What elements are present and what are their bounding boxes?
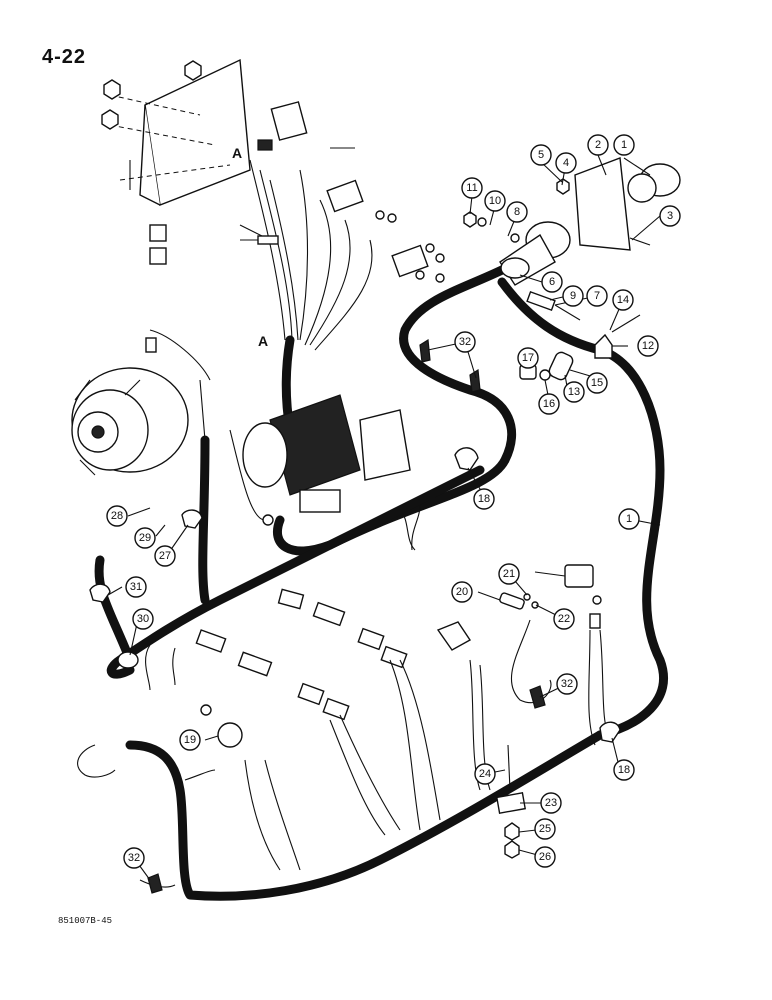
relay-mounting-plate — [101, 58, 355, 265]
alternator — [71, 329, 211, 476]
callout-15: 15 — [586, 372, 608, 394]
svg-text:26: 26 — [539, 851, 551, 863]
svg-text:16: 16 — [543, 398, 555, 410]
callout-13: 13 — [563, 381, 585, 403]
callout-23: 23 — [540, 792, 562, 814]
callout-18-lower: 18 — [613, 759, 635, 781]
svg-text:19: 19 — [184, 734, 196, 746]
lower-wires — [77, 504, 611, 888]
callout-24: 24 — [474, 763, 496, 785]
svg-text:32: 32 — [459, 336, 471, 348]
callouts: 1 2 3 4 5 6 7 8 9 10 11 12 13 14 15 16 1… — [106, 134, 681, 869]
section-markers: A A — [232, 145, 268, 349]
callout-25: 25 — [534, 818, 556, 840]
callout-19: 19 — [179, 729, 201, 751]
harness-trunk-right — [497, 277, 669, 740]
callout-3: 3 — [659, 205, 681, 227]
figure-code: 851007B-45 — [58, 916, 113, 926]
callout-7: 7 — [586, 285, 608, 307]
callout-17: 17 — [517, 347, 539, 369]
callout-32-lower: 32 — [123, 847, 145, 869]
svg-text:9: 9 — [570, 290, 576, 302]
svg-text:21: 21 — [503, 568, 515, 580]
svg-text:18: 18 — [478, 493, 490, 505]
svg-text:23: 23 — [545, 797, 557, 809]
callout-27: 27 — [154, 545, 176, 567]
callout-20: 20 — [451, 581, 473, 603]
callout-32-middle: 32 — [556, 673, 578, 695]
callout-22: 22 — [553, 608, 575, 630]
section-marker-a-top: A — [232, 145, 242, 161]
svg-text:22: 22 — [558, 613, 570, 625]
svg-text:6: 6 — [549, 276, 555, 288]
sensors-and-switches — [195, 351, 602, 748]
harness-clamps — [89, 257, 621, 894]
callout-9: 9 — [562, 285, 584, 307]
svg-text:31: 31 — [130, 581, 142, 593]
callout-1-harness: 1 — [618, 508, 640, 530]
callout-21: 21 — [498, 563, 520, 585]
svg-text:2: 2 — [595, 139, 601, 151]
svg-text:4: 4 — [563, 157, 569, 169]
callout-28: 28 — [106, 505, 128, 527]
callout-1-top: 1 — [613, 134, 635, 156]
callout-29: 29 — [134, 527, 156, 549]
svg-text:25: 25 — [539, 823, 551, 835]
svg-text:3: 3 — [667, 210, 673, 222]
callout-16: 16 — [538, 393, 560, 415]
plate-wires — [239, 159, 445, 351]
callout-32-upper: 32 — [454, 331, 476, 353]
svg-text:18: 18 — [618, 764, 630, 776]
harness-bottom — [125, 730, 605, 901]
callout-26: 26 — [534, 846, 556, 868]
callout-10: 10 — [484, 190, 506, 212]
svg-text:5: 5 — [538, 149, 544, 161]
page-number: 4-22 — [42, 46, 87, 68]
svg-text:13: 13 — [568, 386, 580, 398]
harness-battery-lead — [94, 555, 135, 665]
harness-diagonal — [106, 465, 485, 679]
svg-text:30: 30 — [137, 613, 149, 625]
callout-4: 4 — [555, 152, 577, 174]
svg-text:1: 1 — [621, 139, 627, 151]
svg-text:10: 10 — [489, 195, 501, 207]
svg-text:11: 11 — [466, 182, 477, 194]
svg-text:24: 24 — [479, 768, 491, 780]
callout-2: 2 — [587, 134, 609, 156]
svg-text:8: 8 — [514, 206, 520, 218]
svg-text:27: 27 — [159, 550, 171, 562]
callout-18-upper: 18 — [473, 488, 495, 510]
callout-8: 8 — [506, 201, 528, 223]
callout-31: 31 — [125, 576, 147, 598]
svg-text:17: 17 — [522, 352, 534, 364]
callout-14: 14 — [612, 289, 634, 311]
main-harness — [94, 265, 669, 901]
callout-12: 12 — [637, 335, 659, 357]
svg-text:32: 32 — [128, 852, 140, 864]
svg-text:1: 1 — [626, 513, 632, 525]
section-marker-a-left: A — [258, 333, 268, 349]
svg-text:7: 7 — [594, 290, 600, 302]
svg-text:15: 15 — [591, 377, 603, 389]
callout-11: 11 — [461, 177, 483, 199]
svg-text:28: 28 — [111, 510, 123, 522]
harness-alternator-lead — [198, 435, 210, 605]
svg-text:32: 32 — [561, 678, 573, 690]
starter-motor — [229, 394, 416, 551]
svg-text:29: 29 — [139, 532, 151, 544]
callout-5: 5 — [530, 144, 552, 166]
svg-text:12: 12 — [642, 340, 654, 352]
callout-6: 6 — [541, 271, 563, 293]
callout-30: 30 — [132, 608, 154, 630]
svg-text:14: 14 — [617, 294, 629, 306]
svg-text:20: 20 — [456, 586, 468, 598]
rear-connector-assembly — [463, 157, 681, 359]
